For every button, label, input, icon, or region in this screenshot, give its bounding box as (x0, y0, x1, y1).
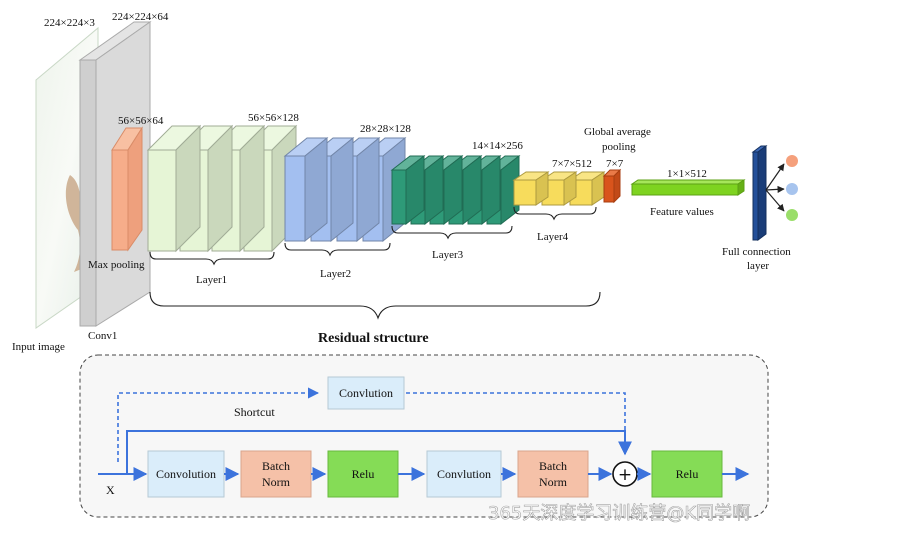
input-x-label: X (106, 483, 115, 497)
layer1-size-label: 56×56×128 (248, 112, 299, 124)
layer-braces (149, 206, 601, 320)
maxpool-label: Max pooling (88, 259, 145, 271)
maxpool-block (111, 126, 143, 252)
shortcut-conv-path-in (117, 387, 320, 462)
conv-a-box (147, 450, 225, 498)
shortcut-conv-label: Convlution (339, 386, 393, 400)
relu-a-box (327, 450, 399, 498)
fc-label-line2: layer (747, 260, 769, 272)
shortcut-label: Shortcut (234, 405, 275, 419)
output-node-1 (786, 155, 798, 167)
input-image-label: Input image (12, 341, 65, 353)
residual-brace (149, 291, 601, 320)
layer2-label: Layer2 (320, 268, 351, 280)
output-node-3 (786, 209, 798, 221)
fc-label-line1: Full connection (722, 246, 791, 258)
feature-vector (630, 179, 746, 196)
conv1-size-label: 224×224×64 (112, 11, 169, 23)
bn-b-label-line1: Batch (539, 459, 567, 473)
conv-b-label: Convlution (437, 467, 491, 481)
bn-b-box (517, 450, 589, 498)
bn-b-label-line2: Norm (539, 475, 568, 489)
bn-a-box (240, 450, 312, 498)
layer1-label: Layer1 (196, 274, 227, 286)
layer4-block-1-front (513, 179, 537, 206)
bn-a-label-line1: Batch (262, 459, 290, 473)
conv1-label: Conv1 (88, 330, 117, 342)
layer3-size-label: 14×14×256 (472, 140, 523, 152)
layer3-label: Layer3 (432, 249, 464, 261)
gap-block (602, 168, 622, 204)
input-size-label: 224×224×3 (44, 17, 95, 29)
layer1-brace (149, 251, 275, 266)
gap-label-line1: Global average (584, 126, 651, 138)
conv-b-box (426, 450, 502, 498)
layer2-size-label: 28×28×128 (360, 123, 411, 135)
layer3-brace (391, 225, 513, 240)
fc-layer (751, 145, 798, 241)
gap-label-line2: pooling (602, 141, 636, 153)
maxpool-size-label: 56×56×64 (118, 115, 164, 127)
layer4-label: Layer4 (537, 231, 569, 243)
layer1-block-1-front (147, 149, 177, 252)
layer4-brace (513, 206, 597, 221)
layers-group (146, 124, 606, 253)
layer4-size-label: 7×7×512 (552, 158, 592, 170)
shortcut-conv-box (327, 376, 405, 410)
layer2-brace (284, 242, 391, 257)
layer2-block-3-side (356, 136, 380, 243)
output-node-2 (786, 183, 798, 195)
layer2-block-2-side (330, 136, 354, 243)
layer3-block-1-front (391, 169, 407, 225)
conv-a-label: Convolution (156, 467, 216, 481)
layer2-block-1-front (284, 155, 306, 242)
relu-a-label: Relu (352, 467, 375, 481)
watermark-text: 365天深度学习训练营@K同学啊 (488, 503, 750, 524)
bn-a-label-line2: Norm (262, 475, 291, 489)
relu-out-label: Relu (676, 467, 699, 481)
gap-size-label: 7×7 (606, 158, 624, 170)
identity-shortcut-path (126, 430, 632, 474)
add-symbol: + (618, 465, 632, 485)
layer2-block-1-side (304, 136, 328, 243)
features-label: Feature values (650, 206, 714, 218)
residual-title: Residual structure (318, 331, 429, 346)
relu-out-box (651, 450, 723, 498)
features-size-label: 1×1×512 (667, 168, 707, 180)
